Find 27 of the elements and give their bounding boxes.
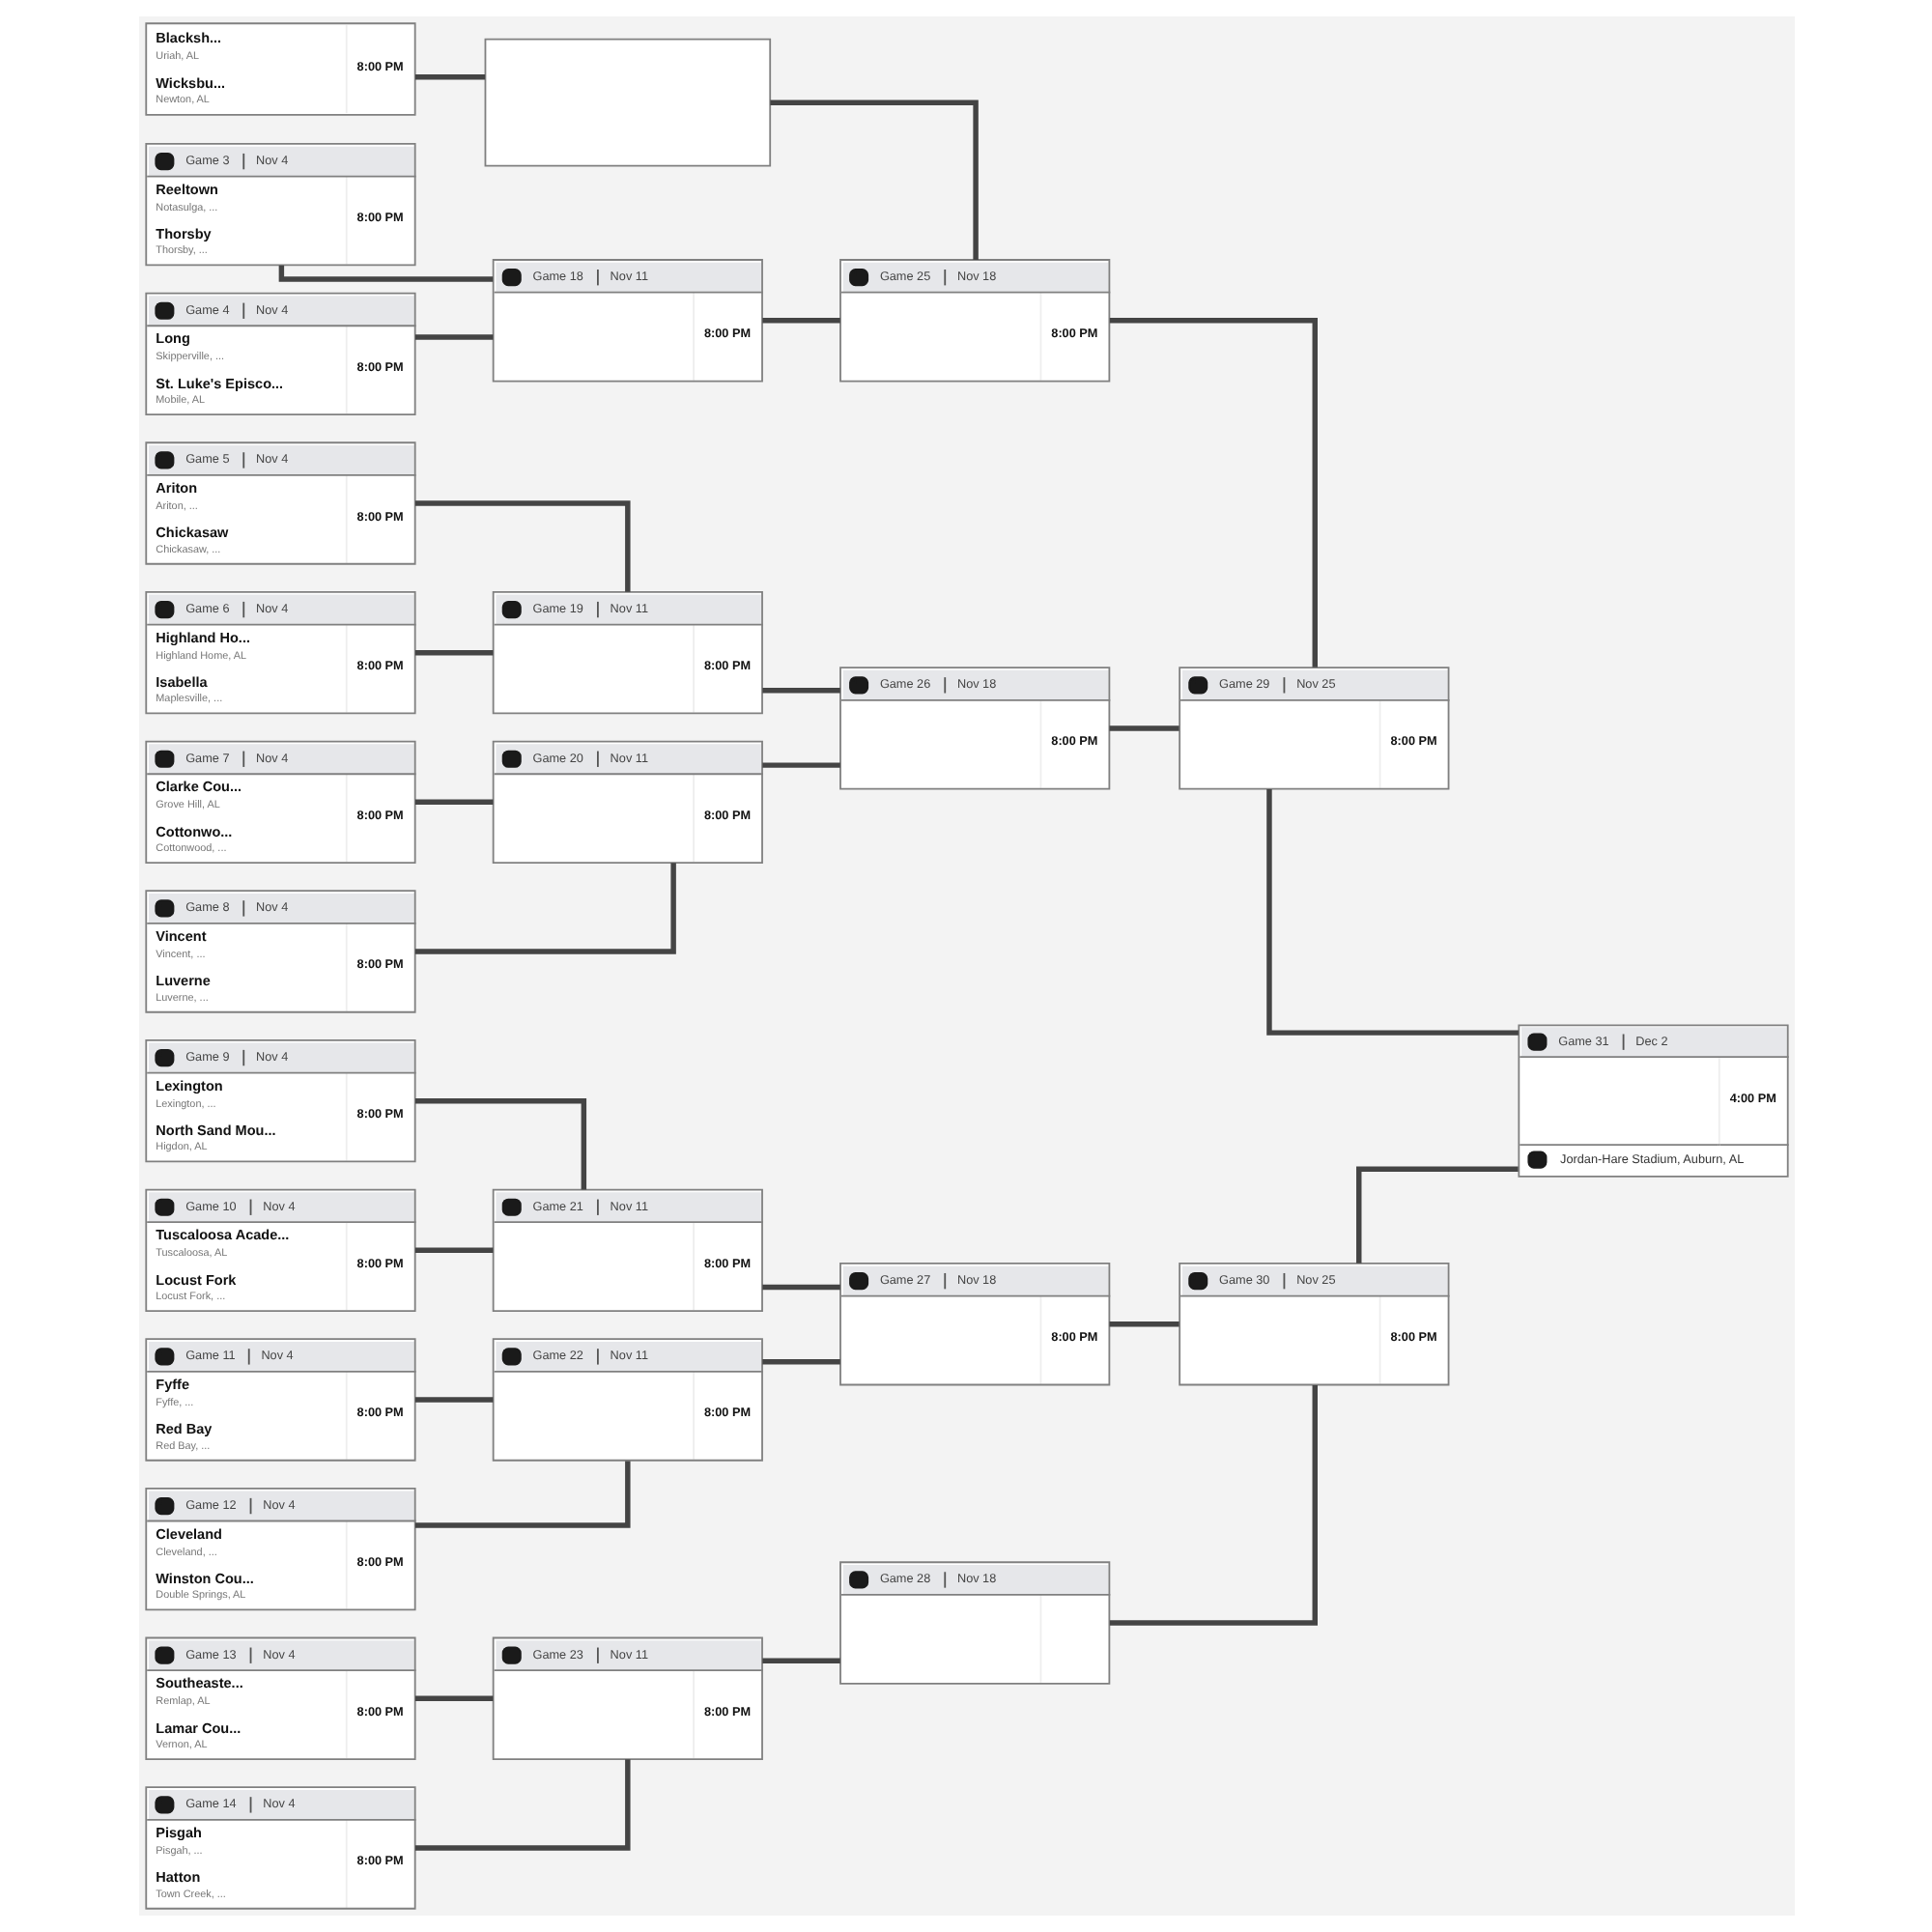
connector: [1108, 318, 1317, 668]
connector: [277, 265, 493, 282]
connector: [1108, 725, 1179, 731]
connector: [761, 762, 839, 768]
connector: [769, 99, 978, 260]
connector: [413, 863, 675, 954]
connector: [413, 74, 485, 80]
connector: [1108, 1385, 1317, 1626]
connector: [761, 1359, 839, 1365]
connector: [413, 1397, 493, 1403]
connector: [413, 1461, 630, 1528]
connector: [413, 1759, 630, 1851]
connector: [414, 1097, 586, 1190]
connector: [761, 1658, 839, 1663]
connector: [761, 318, 839, 324]
connector: [413, 334, 493, 340]
connector: [761, 1284, 839, 1291]
connector: [1355, 1166, 1518, 1264]
connector: [1265, 788, 1518, 1036]
connector: [413, 799, 493, 806]
connector: [413, 1695, 493, 1701]
connector: [413, 1247, 493, 1254]
connector: [413, 649, 493, 656]
connector: [1108, 1321, 1179, 1327]
connector: [413, 500, 630, 592]
node-box: [483, 38, 771, 167]
connector: [761, 688, 839, 694]
